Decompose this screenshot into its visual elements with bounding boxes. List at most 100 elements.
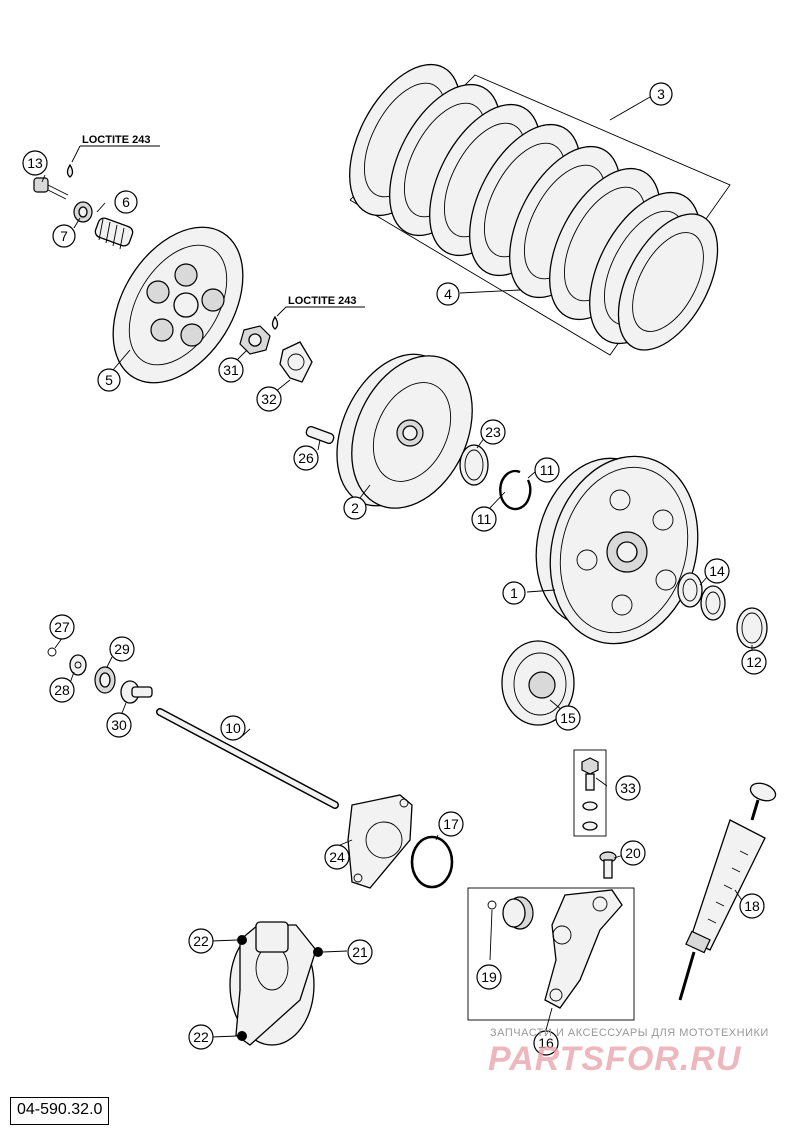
- svg-text:11: 11: [477, 511, 492, 527]
- callout-22-upper: 22: [188, 928, 214, 954]
- svg-text:32: 32: [261, 391, 277, 407]
- svg-text:6: 6: [122, 194, 130, 210]
- callout-29: 29: [109, 636, 135, 662]
- clutch-plate-stack: [349, 63, 731, 356]
- callout-20: 20: [620, 840, 646, 866]
- pressure-plate: [112, 226, 244, 384]
- svg-text:7: 7: [60, 228, 68, 244]
- circlip: [499, 469, 532, 511]
- callout-24: 24: [324, 844, 350, 870]
- svg-text:24: 24: [329, 849, 345, 865]
- callout-22-lower: 22: [188, 1024, 214, 1050]
- callout-11-lower: 11: [471, 506, 497, 532]
- primary-pinion: [501, 640, 575, 726]
- seal-ring: [582, 801, 598, 811]
- callout-3: 3: [649, 82, 673, 106]
- callout-27: 27: [49, 614, 75, 640]
- o-ring: [410, 835, 454, 889]
- callout-1: 1: [502, 581, 526, 605]
- needle-bearing: [677, 572, 726, 621]
- cover-bolt-point: [237, 1031, 247, 1041]
- loctite-note: LOCTITE 243: [288, 295, 356, 307]
- callout-17: 17: [438, 811, 464, 837]
- callout-15: 15: [555, 705, 581, 731]
- svg-text:10: 10: [225, 720, 241, 736]
- callout-30: 30: [106, 712, 132, 738]
- bleeder-screw: [581, 757, 599, 791]
- callout-26: 26: [293, 445, 319, 471]
- callout-13: 13: [22, 150, 48, 176]
- callout-5: 5: [97, 368, 121, 392]
- bleeder-kit-frame: [573, 749, 607, 837]
- callout-11-upper: 11: [534, 457, 560, 483]
- svg-text:16: 16: [538, 1035, 554, 1051]
- watermark-logo: PARTSFOR.RU: [488, 1040, 742, 1078]
- svg-text:22: 22: [193, 1029, 209, 1045]
- svg-text:27: 27: [54, 619, 70, 635]
- svg-text:12: 12: [746, 654, 762, 670]
- small-screw: [599, 851, 617, 879]
- push-rod-piece: [120, 680, 153, 704]
- clutch-spring: [94, 217, 134, 250]
- bleeding-syringe: [678, 782, 777, 1001]
- primary-gear-basket: [535, 455, 699, 645]
- svg-text:11: 11: [540, 462, 555, 478]
- svg-text:22: 22: [193, 933, 209, 949]
- callout-16: 16: [533, 1030, 559, 1056]
- slave-piston: [502, 896, 534, 930]
- cover-bolt-point: [313, 947, 323, 957]
- svg-text:3: 3: [657, 86, 665, 102]
- loctite-drop-icon: [66, 163, 74, 178]
- callout-18: 18: [739, 893, 765, 919]
- callout-31: 31: [218, 357, 244, 383]
- callout-7: 7: [52, 224, 76, 248]
- thrust-washer: [459, 444, 489, 486]
- svg-text:4: 4: [444, 286, 452, 302]
- slave-cylinder-kit-frame: [467, 887, 635, 1021]
- callout-14: 14: [704, 558, 730, 584]
- callout-19: 19: [476, 964, 502, 990]
- callout-12: 12: [741, 649, 767, 675]
- svg-text:14: 14: [709, 563, 725, 579]
- svg-text:28: 28: [54, 682, 70, 698]
- svg-text:15: 15: [560, 710, 576, 726]
- ball: [47, 647, 57, 657]
- screw: [33, 177, 69, 200]
- svg-text:30: 30: [111, 717, 127, 733]
- callout-32: 32: [256, 386, 282, 412]
- svg-text:1: 1: [510, 585, 518, 601]
- spring-retainer: [73, 201, 93, 223]
- lock-washer: [279, 341, 313, 383]
- watermark-tagline: ЗАПЧАСТИ И АКСЕССУАРЫ ДЛЯ МОТОТЕХНИКИ: [490, 1027, 769, 1039]
- callout-33: 33: [615, 775, 641, 801]
- small-o-ring: [487, 900, 497, 910]
- callout-21: 21: [347, 939, 373, 965]
- pressure-pin: [305, 425, 335, 445]
- seal-ring: [582, 821, 598, 831]
- svg-text:26: 26: [298, 450, 314, 466]
- callout-28: 28: [49, 677, 75, 703]
- svg-text:20: 20: [625, 845, 641, 861]
- callout-6: 6: [114, 190, 138, 214]
- svg-text:29: 29: [114, 641, 130, 657]
- svg-text:5: 5: [105, 372, 113, 388]
- svg-text:31: 31: [223, 362, 239, 378]
- callout-23: 23: [480, 419, 506, 445]
- clutch-cover: [229, 921, 323, 1046]
- push-rod-washer: [69, 654, 87, 676]
- svg-text:19: 19: [481, 969, 497, 985]
- diagram-code-label: 04-590.32.0: [10, 1097, 110, 1125]
- loctite-note: LOCTITE 243: [82, 134, 150, 146]
- callout-10: 10: [220, 715, 246, 741]
- gasket: [347, 794, 413, 889]
- axial-bearing: [94, 666, 116, 694]
- callout-4: 4: [436, 282, 460, 306]
- loctite-drop-icon: [271, 315, 279, 330]
- callout-2: 2: [343, 496, 367, 520]
- inner-clutch-hub: [336, 353, 473, 509]
- thrust-washer-outer: [736, 607, 768, 649]
- svg-text:17: 17: [443, 816, 459, 832]
- svg-text:21: 21: [352, 944, 368, 960]
- svg-text:23: 23: [485, 424, 501, 440]
